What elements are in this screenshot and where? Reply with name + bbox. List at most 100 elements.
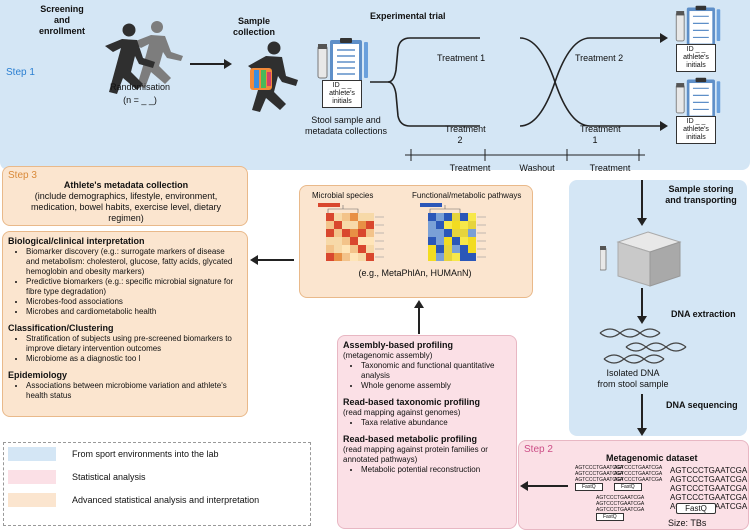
heatmap-cell xyxy=(444,221,452,229)
fastq-small-group-2: AGTCCCTGAATCGA AGTCCCTGAATCGA AGTCCCTGAA… xyxy=(614,465,662,491)
fastq-box-small-3: FastQ xyxy=(596,513,624,521)
read-tax-title: Read-based taxonomic profiling xyxy=(343,397,481,407)
metadata-panel xyxy=(2,166,248,226)
read-met-sub: (read mapping against protein families o… xyxy=(343,445,488,464)
legend-label-peach: Advanced statistical analysis and interp… xyxy=(72,495,260,505)
heatmap-cell xyxy=(358,229,366,237)
fastq-box-small: FastQ xyxy=(575,483,603,491)
heatmap-cell xyxy=(468,253,476,261)
heatmap-cell xyxy=(366,237,374,245)
fastq-small-group: AGTCCCTGAATCGA AGTCCCTGAATCGA AGTCCCTGAA… xyxy=(575,465,623,491)
heatmap-cell xyxy=(334,221,342,229)
functional-label: Functional/metabolic pathways xyxy=(412,191,522,200)
id-label-bottom-right: ID _ _ xyxy=(686,118,706,125)
heatmap-cell xyxy=(326,237,334,245)
heatmap-cell xyxy=(342,237,350,245)
step2-label: Step 2 xyxy=(524,444,553,455)
assembly-item: Taxonomic and functional quantitative an… xyxy=(361,361,513,381)
runners-icon xyxy=(105,21,183,94)
heatmap-cell xyxy=(452,221,460,229)
heatmap-cell xyxy=(358,237,366,245)
heatmap-cell xyxy=(444,245,452,253)
heatmap-cell xyxy=(452,237,460,245)
arrow-to-heatmaps xyxy=(414,300,424,334)
heatmap-cell xyxy=(342,213,350,221)
seq-line: AGTCCCTGAATCGA xyxy=(670,493,748,502)
read-met-item: Metabolic potential reconstruction xyxy=(361,465,513,475)
seq-line: AGTCCCTGAATCGA xyxy=(614,465,663,471)
fastq-small-group-3: AGTCCCTGAATCGA AGTCCCTGAATCGA AGTCCCTGAA… xyxy=(596,495,644,521)
legend-swatch-pink xyxy=(8,470,56,484)
heatmap-cell xyxy=(428,221,436,229)
metadata-body: (include demographics, lifestyle, enviro… xyxy=(30,191,222,223)
heatmap-cell xyxy=(334,229,342,237)
heatmap-cell xyxy=(326,221,334,229)
heatmap-cell xyxy=(358,221,366,229)
class-item: Stratification of subjects using pre-scr… xyxy=(26,334,240,354)
heatmap-cell xyxy=(334,253,342,261)
legend xyxy=(3,442,311,526)
seq-line: AGTCCCTGAATCGA xyxy=(575,471,624,477)
assembly-title: Assembly-based profiling xyxy=(343,340,454,350)
arrow-down-sequencing xyxy=(637,394,647,436)
legend-label-pink: Statistical analysis xyxy=(72,472,146,482)
heatmap-cell xyxy=(366,229,374,237)
bio-title: Biological/clinical interpretation xyxy=(8,236,145,246)
heatmap-cell xyxy=(350,253,358,261)
seq-line: AGTCCCTGAATCGA xyxy=(614,471,663,477)
legend-label-blue: From sport environments into the lab xyxy=(72,449,219,459)
heatmap-cell xyxy=(334,245,342,253)
dna-sequencing-label: DNA sequencing xyxy=(666,400,738,410)
heatmap-cell xyxy=(366,213,374,221)
step1-label: Step 1 xyxy=(6,67,35,78)
id-sub: athlete's initials xyxy=(329,90,355,105)
read-met-title: Read-based metabolic profiling xyxy=(343,434,478,444)
heatmap-cell xyxy=(366,221,374,229)
heatmap-cell xyxy=(460,245,468,253)
assembly-sub: (metagenomic assembly) xyxy=(343,351,433,360)
clipboard-icon-bottom-right xyxy=(675,77,721,119)
clipboard-icon xyxy=(317,38,368,84)
heatmap-cell xyxy=(444,213,452,221)
heatmap-cell xyxy=(436,229,444,237)
metadata-title: Athlete's metadata collection xyxy=(63,180,189,190)
randomisation-label: Randomisation xyxy=(109,82,171,92)
heatmap-cell xyxy=(350,221,358,229)
id-box-main: ID _ _ athlete's initials xyxy=(322,80,362,108)
athlete-sample-icon xyxy=(248,41,298,112)
heatmap-cell xyxy=(326,229,334,237)
heatmap-cell xyxy=(326,213,334,221)
experimental-trial-label: Experimental trial xyxy=(370,11,446,21)
heatmap-cell xyxy=(444,237,452,245)
profiling-content: Assembly-based profiling (metagenomic as… xyxy=(343,340,513,475)
dna-helix-icon xyxy=(599,328,687,364)
stool-caption: Stool sample and metadata collections xyxy=(304,115,388,136)
seq-line: AGTCCCTGAATCGA xyxy=(596,495,645,501)
timeline-label-2: Washout xyxy=(519,163,555,173)
heatmap-color-key xyxy=(318,203,340,207)
heatmap-cell xyxy=(428,213,436,221)
legend-swatch-blue xyxy=(8,447,56,461)
bio-item: Predictive biomarkers (e.g.: specific mi… xyxy=(26,277,240,297)
seq-line: AGTCCCTGAATCGA xyxy=(670,484,748,493)
heatmap-cell xyxy=(452,245,460,253)
storing-label: Sample storing and transporting xyxy=(665,184,737,205)
seq-line: AGTCCCTGAATCGA xyxy=(670,475,748,484)
heatmap-cell xyxy=(444,253,452,261)
screening-label: Screening and enrollment xyxy=(38,4,85,36)
heatmap-cell xyxy=(460,229,468,237)
heatmap-cell xyxy=(428,245,436,253)
epi-item: Associations between microbiome variatio… xyxy=(26,381,240,401)
microbial-heatmap xyxy=(318,203,384,261)
heatmap-cell xyxy=(334,237,342,245)
heatmap-cell xyxy=(436,253,444,261)
heatmap-cell xyxy=(460,221,468,229)
heatmap-cell xyxy=(460,237,468,245)
id-box-top-right: ID _ _ athlete's initials xyxy=(676,44,716,72)
heatmap-cell xyxy=(342,253,350,261)
heatmap-cell xyxy=(436,237,444,245)
fastq-box-small-2: FastQ xyxy=(614,483,642,491)
isolated-dna-label: Isolated DNA from stool sample xyxy=(597,368,669,389)
heatmap-cell xyxy=(460,253,468,261)
arrow-to-sample xyxy=(190,59,232,69)
